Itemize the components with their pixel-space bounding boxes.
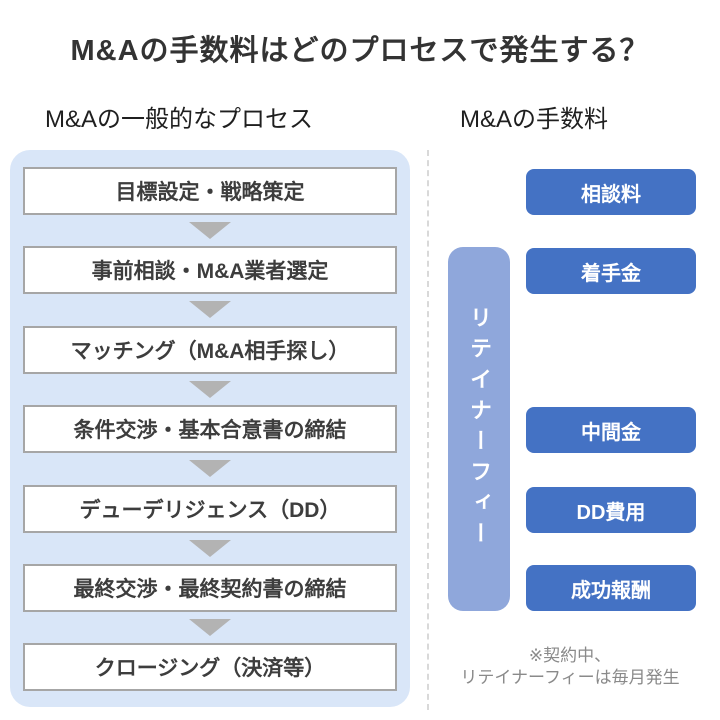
interim-fee-badge: 中間金 (526, 407, 696, 453)
process-step-due-diligence: デューデリジェンス（DD） (23, 485, 397, 533)
consultation-fee-badge: 相談料 (526, 169, 696, 215)
page-title: M&Aの手数料はどのプロセスで発生する？ (70, 35, 650, 67)
process-step-matching: マッチング（M&A相手探し） (23, 326, 397, 374)
footnote: ※契約中、 リテイナーフィーは毎月発生 (430, 645, 710, 690)
dd-cost-badge: DD費用 (526, 487, 696, 533)
down-arrow-icon (189, 381, 231, 398)
process-step-final-contract: 最終交渉・最終契約書の締結 (23, 564, 397, 612)
retainer-fee-label: リテイナーフィー (467, 305, 492, 553)
retainer-fee-bar: リテイナーフィー (448, 247, 510, 611)
column-divider (427, 150, 429, 710)
process-step-preliminary-consult: 事前相談・M&A業者選定 (23, 246, 397, 294)
fees-column-title: M&Aの手数料 (460, 106, 609, 133)
process-step-closing: クロージング（決済等） (23, 643, 397, 691)
process-step-negotiation-basic-agreement: 条件交渉・基本合意書の締結 (23, 405, 397, 453)
down-arrow-icon (189, 301, 231, 318)
process-step-goal-setting: 目標設定・戦略策定 (23, 167, 397, 215)
process-column-title: M&Aの一般的なプロセス (45, 106, 314, 133)
success-fee-badge: 成功報酬 (526, 565, 696, 611)
down-arrow-icon (189, 460, 231, 477)
process-panel: 目標設定・戦略策定 事前相談・M&A業者選定 マッチング（M&A相手探し） 条件… (10, 150, 410, 707)
footnote-line1: ※契約中、 (528, 646, 612, 665)
initial-fee-badge: 着手金 (526, 248, 696, 294)
footnote-line2: リテイナーフィーは毎月発生 (460, 668, 680, 688)
down-arrow-icon (189, 540, 231, 557)
down-arrow-icon (189, 222, 231, 239)
down-arrow-icon (189, 619, 231, 636)
